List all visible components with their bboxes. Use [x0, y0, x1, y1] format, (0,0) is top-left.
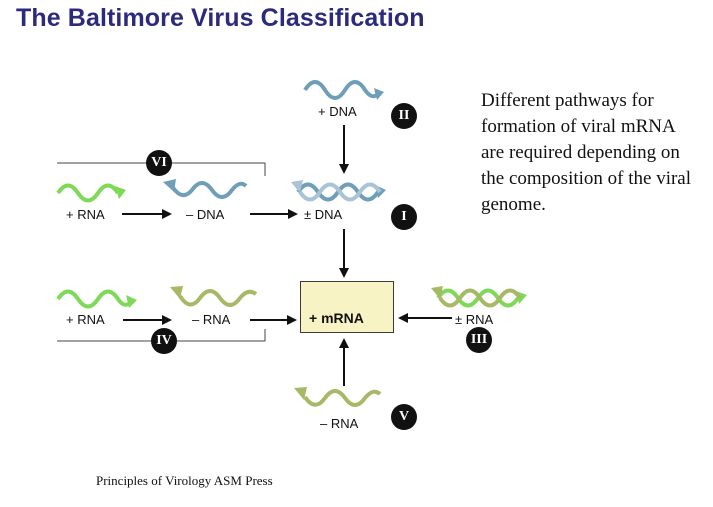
badge-class-iv: IV	[151, 328, 177, 354]
label-plus-rna-iv: + RNA	[66, 312, 105, 327]
label-plus-mrna: + mRNA	[309, 310, 364, 326]
strand-minus-rna-class-iv	[178, 289, 258, 307]
label-minus-dna: – DNA	[186, 207, 225, 222]
label-minus-rna-iv: – RNA	[192, 312, 231, 327]
mrna-box	[300, 281, 394, 333]
citation-text: Principles of Virology ASM Press	[96, 473, 273, 488]
strand-pm-dna-b	[298, 182, 382, 202]
description-text: Different pathways for formation of vira…	[481, 90, 692, 215]
badge-class-i: I	[391, 204, 417, 230]
class-iv-bracket	[57, 329, 266, 342]
strand-plus-rna-class-iv	[56, 289, 132, 309]
strand-minus-rna-class-v	[303, 389, 382, 407]
label-pm-rna: ± RNA	[455, 312, 494, 327]
label-minus-rna-v: – RNA	[320, 416, 359, 431]
label-pm-dna: ± DNA	[304, 207, 343, 222]
badge-class-v: V	[391, 404, 417, 430]
label-plus-rna-vi: + RNA	[66, 207, 105, 222]
badge-class-iii: III	[466, 327, 492, 353]
strand-plus-dna-class-ii	[303, 80, 380, 100]
strand-minus-dna-class-vi	[170, 181, 248, 199]
badge-class-ii: II	[391, 103, 417, 129]
label-plus-dna: + DNA	[318, 104, 357, 119]
strand-pm-rna-b	[438, 288, 522, 308]
class-vi-bracket	[57, 162, 266, 176]
strand-plus-rna-class-vi	[56, 183, 120, 203]
slide-title: The Baltimore Virus Classification	[16, 4, 425, 32]
badge-class-vi: VI	[146, 150, 172, 176]
